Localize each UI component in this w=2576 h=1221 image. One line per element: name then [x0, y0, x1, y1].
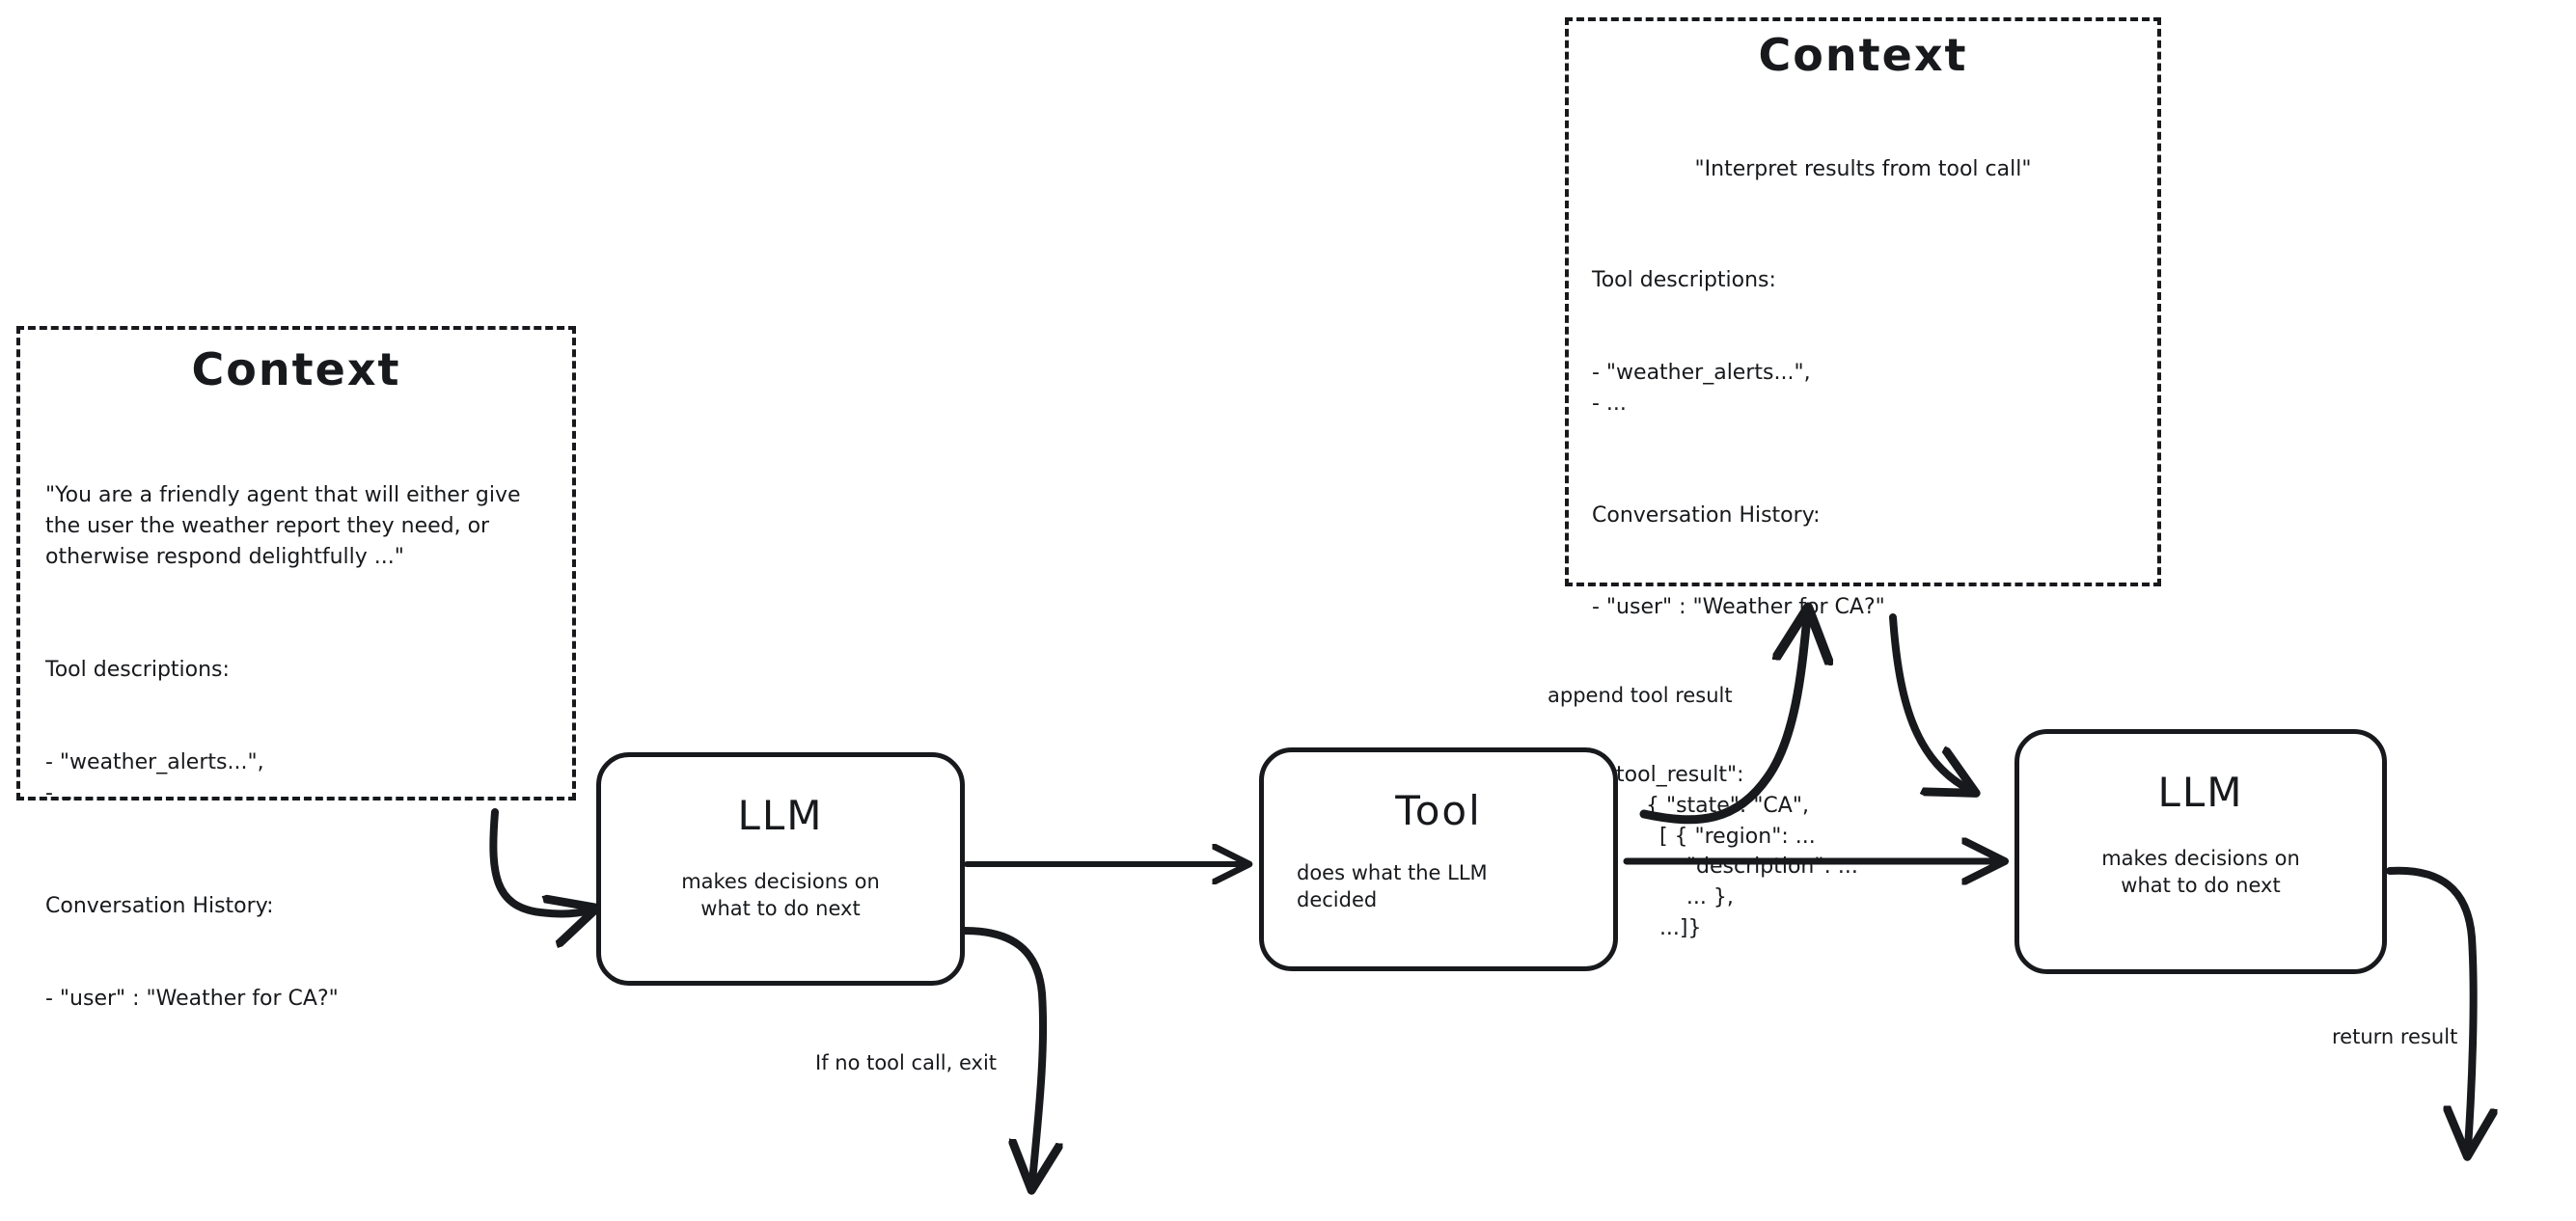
context-initial-tool-descriptions-heading: Tool descriptions: [45, 658, 230, 683]
context-updated-tool-descriptions-heading: Tool descriptions: [1592, 268, 1776, 293]
context-updated-system-prompt: "Interpret results from tool call" [1694, 156, 2032, 181]
node-llm-first[interactable]: LLM makes decisions on what to do next [596, 752, 965, 986]
edge-label-return-result: return result [2332, 1025, 2458, 1048]
context-initial-conversation-items: - "user" : "Weather for CA?" [45, 987, 339, 1012]
edge-label-if-no-tool-call-exit: If no tool call, exit [815, 1051, 998, 1074]
node-llm-second[interactable]: LLM makes decisions on what to do next [2014, 729, 2387, 974]
context-initial-conversation-heading: Conversation History: [45, 894, 274, 919]
node-llm-second-subtitle: makes decisions on what to do next [2101, 847, 2300, 898]
context-updated-body: "Interpret results from tool call" Tool … [1592, 93, 2134, 1006]
edge-label-append-tool-result: append tool result [1548, 684, 1733, 707]
context-initial-system-prompt: "You are a friendly agent that will eith… [45, 482, 528, 569]
context-box-updated: Context "Interpret results from tool cal… [1565, 17, 2161, 940]
context-updated-tool-descriptions-items: - "weather_alerts...", - ... [1592, 361, 1811, 417]
context-updated-tool-result: - "tool_result": { "state": "CA", [ { "r… [1592, 762, 1858, 941]
context-initial-tool-descriptions-items: - "weather_alerts...", - ... [45, 749, 264, 805]
node-llm-second-title: LLM [2157, 769, 2244, 816]
node-llm-first-title: LLM [737, 792, 824, 839]
node-tool-subtitle: does what the LLM decided [1297, 861, 1488, 912]
context-box-initial: Context "You are a friendly agent that w… [16, 326, 576, 1011]
context-updated-conversation-heading: Conversation History: [1592, 502, 1821, 528]
node-tool[interactable]: Tool does what the LLM decided [1259, 747, 1618, 971]
context-updated-conversation-user: - "user" : "Weather for CA?" [1592, 595, 1885, 620]
context-initial-title: Context [191, 343, 401, 395]
context-initial-body: "You are a friendly agent that will eith… [45, 419, 547, 1076]
edge-return-result [2386, 866, 2474, 1148]
node-tool-title: Tool [1395, 787, 1482, 834]
node-llm-first-subtitle: makes decisions on what to do next [681, 870, 880, 921]
context-updated-title: Context [1758, 29, 1968, 81]
